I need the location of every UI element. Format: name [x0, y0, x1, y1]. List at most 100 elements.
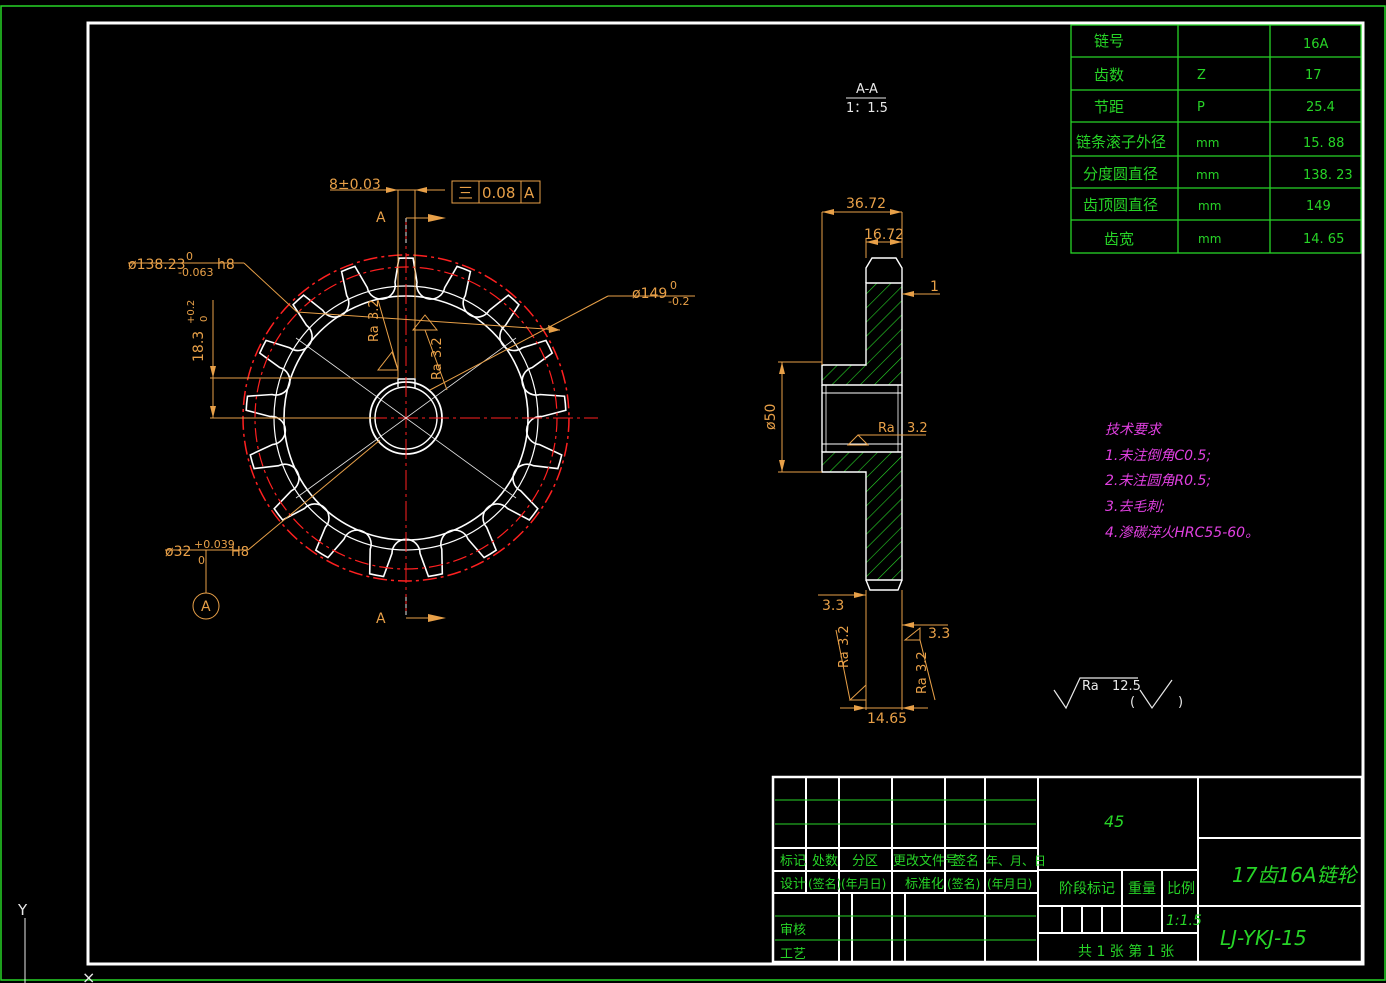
roughness-label: Ra [1082, 679, 1099, 694]
section-arrows: A A [376, 210, 446, 627]
tech-notes-title: 技术要求 [1105, 422, 1163, 438]
material-value: 45 [1104, 812, 1124, 831]
ucs-icon: Y × [17, 901, 95, 983]
ra-left-label: Ra [837, 651, 852, 668]
tb-cell: 设计 [780, 877, 806, 892]
pitch-dia-tol-up: 0 [186, 250, 193, 263]
tb-cell: 年、月、日 [986, 854, 1046, 868]
process-label: 工艺 [780, 947, 806, 962]
bore-tol-up: +0.039 [194, 538, 235, 551]
front-dimensions [128, 180, 695, 620]
key-depth-label: 18.3 [191, 331, 207, 362]
ra-right-value: 3.2 [915, 651, 930, 672]
tb-cell: 签名 [953, 853, 979, 869]
chamfer-label: 1 [930, 279, 939, 295]
section-view [821, 212, 903, 591]
tb-cell: (年月日) [841, 877, 886, 891]
param-value: 14. 65 [1303, 232, 1344, 247]
tb-cell: (签名) [808, 876, 841, 891]
scale-label: 比例 [1167, 881, 1195, 897]
ucs-x-mark: × [82, 968, 95, 983]
tolerance-datum: A [524, 184, 535, 202]
front-dim-arrows [210, 187, 560, 418]
tech-note-item: 3.去毛刺; [1105, 499, 1165, 515]
roughness-value: 12.5 [1112, 679, 1141, 694]
ucs-y-label: Y [17, 901, 28, 919]
param-symbol: Z [1197, 68, 1206, 83]
outer-border [0, 5, 1386, 981]
tb-cell: 更改文件号 [893, 854, 958, 869]
ra-center-value: 3.2 [907, 421, 928, 436]
param-value: 15. 88 [1303, 136, 1344, 151]
width-hub-label: 16.72 [864, 227, 904, 243]
param-name: 链条滚子外径 [1076, 133, 1166, 151]
param-name: 齿数 [1094, 66, 1124, 84]
tip-dia-tol-low: -0.2 [668, 295, 689, 308]
ra1-value: 3.2 [367, 299, 382, 320]
part-name: 17齿16A链轮 [1232, 863, 1359, 887]
tech-note-item: 2.未注圆角R0.5; [1105, 473, 1211, 489]
ra1-label: Ra [367, 325, 382, 342]
tb-cell: 分区 [852, 854, 878, 869]
pitch-dia-tol-low: -0.063 [178, 266, 213, 279]
ra2-label: Ra [430, 363, 445, 380]
param-symbol: mm [1198, 199, 1221, 213]
key-width-label: 8±0.03 [329, 177, 381, 193]
bore-tol-low: 0 [198, 554, 205, 567]
bore-fit: H8 [231, 545, 249, 560]
drawing-number: LJ-YKJ-15 [1220, 926, 1307, 950]
drawing-frame [86, 21, 1365, 966]
left-dim-label: 3.3 [822, 598, 844, 614]
pitch-dia-fit: h8 [217, 257, 235, 273]
bore-dia-label: ø32 [165, 544, 191, 560]
roughness-open: ( [1130, 695, 1135, 710]
param-symbol: mm [1196, 136, 1219, 150]
param-value: 25.4 [1306, 100, 1335, 115]
param-name: 分度圆直径 [1083, 165, 1158, 183]
pitch-dia-label: ø138.23 [128, 257, 186, 273]
param-name: 节距 [1094, 98, 1124, 116]
param-name: 齿顶圆直径 [1083, 196, 1158, 214]
param-name: 链号 [1094, 32, 1124, 50]
tb-cell: (签名) [947, 876, 980, 891]
param-value: 17 [1305, 68, 1322, 83]
tip-dia-tol-up: 0 [670, 279, 677, 292]
weight-label: 重量 [1128, 881, 1156, 897]
tooth-width-label: 14.65 [867, 711, 907, 727]
section-mark-bottom: A [376, 611, 386, 627]
tech-note-item: 1.未注倒角C0.5; [1105, 448, 1211, 464]
param-symbol: mm [1198, 232, 1221, 246]
section-dim-arrows [779, 209, 914, 711]
tb-cell: 处数 [812, 854, 838, 869]
audit-label: 审核 [780, 923, 806, 938]
param-value: 16A [1303, 37, 1329, 52]
front-view [212, 222, 598, 612]
param-value: 149 [1306, 199, 1331, 214]
key-depth-tol-low: 0 [199, 316, 210, 322]
key-depth-tol-up: +0.2 [186, 300, 197, 324]
param-name: 齿宽 [1104, 230, 1134, 248]
tolerance-value: 0.08 [482, 184, 515, 202]
params-table [1070, 24, 1362, 254]
section-scale: 1：1.5 [846, 101, 888, 116]
ra-center-label: Ra [878, 421, 895, 436]
hub-dia-label: ø50 [763, 404, 779, 430]
params-table-text: 链号 16A 齿数 Z 17 节距 P 25.4 链条滚子外径 mm 15. 8… [1076, 32, 1353, 248]
tip-dia-label: ø149 [632, 286, 667, 302]
sheets-label: 共 1 张 第 1 张 [1078, 943, 1174, 960]
param-value: 138. 23 [1303, 168, 1353, 183]
section-mark-top: A [376, 210, 386, 226]
right-dim-label: 3.3 [928, 626, 950, 642]
ra-left-value: 3.2 [837, 625, 852, 646]
ra-right-label: Ra [915, 677, 930, 694]
title-block-text: 45 17齿16A链轮 LJ-YKJ-15 标记 处数 分区 更改文件号 签名 … [780, 812, 1359, 962]
section-upper [821, 282, 903, 386]
tech-note-item: 4.渗碳淬火HRC55-60。 [1105, 525, 1259, 541]
sprocket-outline [245, 257, 567, 578]
tech-notes: 技术要求 1.未注倒角C0.5; 2.未注圆角R0.5; 3.去毛刺; 4.渗碳… [1105, 422, 1259, 541]
title-block [771, 775, 1364, 964]
stage-label: 阶段标记 [1059, 881, 1115, 897]
tb-cell: 标记 [780, 854, 806, 869]
roughness-close: ) [1178, 695, 1183, 710]
